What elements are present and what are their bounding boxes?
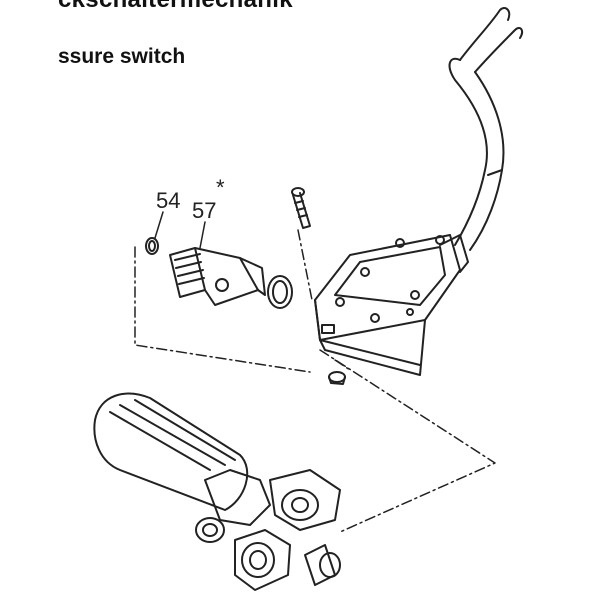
o-ring-part-54 [145,237,159,255]
pump-head [93,392,341,591]
label-part-57: 57 [192,198,216,223]
label-part-54: 54 [156,188,180,213]
pressure-sensor-part-57 [169,247,293,309]
leader-lines [154,211,206,249]
label-asterisk: * [216,175,225,200]
section-title-german: ckschaltermechanik [58,0,293,14]
cable [448,7,524,251]
dash-dot-outline [134,229,496,533]
switch-housing [314,234,469,376]
screw [291,187,311,229]
section-title-english: ssure switch [58,45,186,68]
nut [328,371,346,385]
